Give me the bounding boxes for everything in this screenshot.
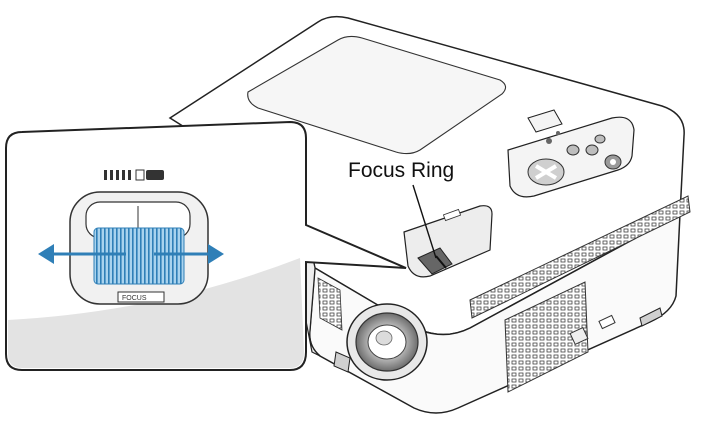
callout-label: Focus Ring [348, 159, 454, 182]
callout-leader-line [412, 184, 437, 259]
arrow-left-icon [38, 244, 54, 264]
focus-tag [117, 291, 165, 303]
magnified-inset: FOCUS [5, 120, 407, 371]
front-port [569, 326, 589, 346]
panel-button-2 [585, 144, 599, 156]
lens [346, 303, 428, 381]
dpad-cross-icon [534, 164, 558, 180]
focus-ring [417, 247, 453, 275]
kensington-slot [598, 314, 616, 330]
zoom-marker [442, 208, 462, 222]
control-panel [507, 109, 635, 198]
focus-tag-label: FOCUS [122, 295, 147, 302]
focus-ring-magnified [93, 227, 185, 285]
zoom-scale-icon [104, 169, 164, 181]
rotation-arrows [38, 244, 224, 264]
focus-ring-area [403, 205, 493, 278]
panel-button-1 [566, 144, 580, 156]
foot-right [639, 307, 663, 327]
top-vent-strip [469, 195, 691, 319]
arrow-right-icon [208, 244, 224, 264]
side-vent-grid [317, 277, 343, 331]
adjustable-foot [333, 351, 351, 373]
front-vent-grid [504, 281, 589, 393]
top-panel [247, 35, 507, 155]
panel-button-3 [594, 134, 606, 144]
